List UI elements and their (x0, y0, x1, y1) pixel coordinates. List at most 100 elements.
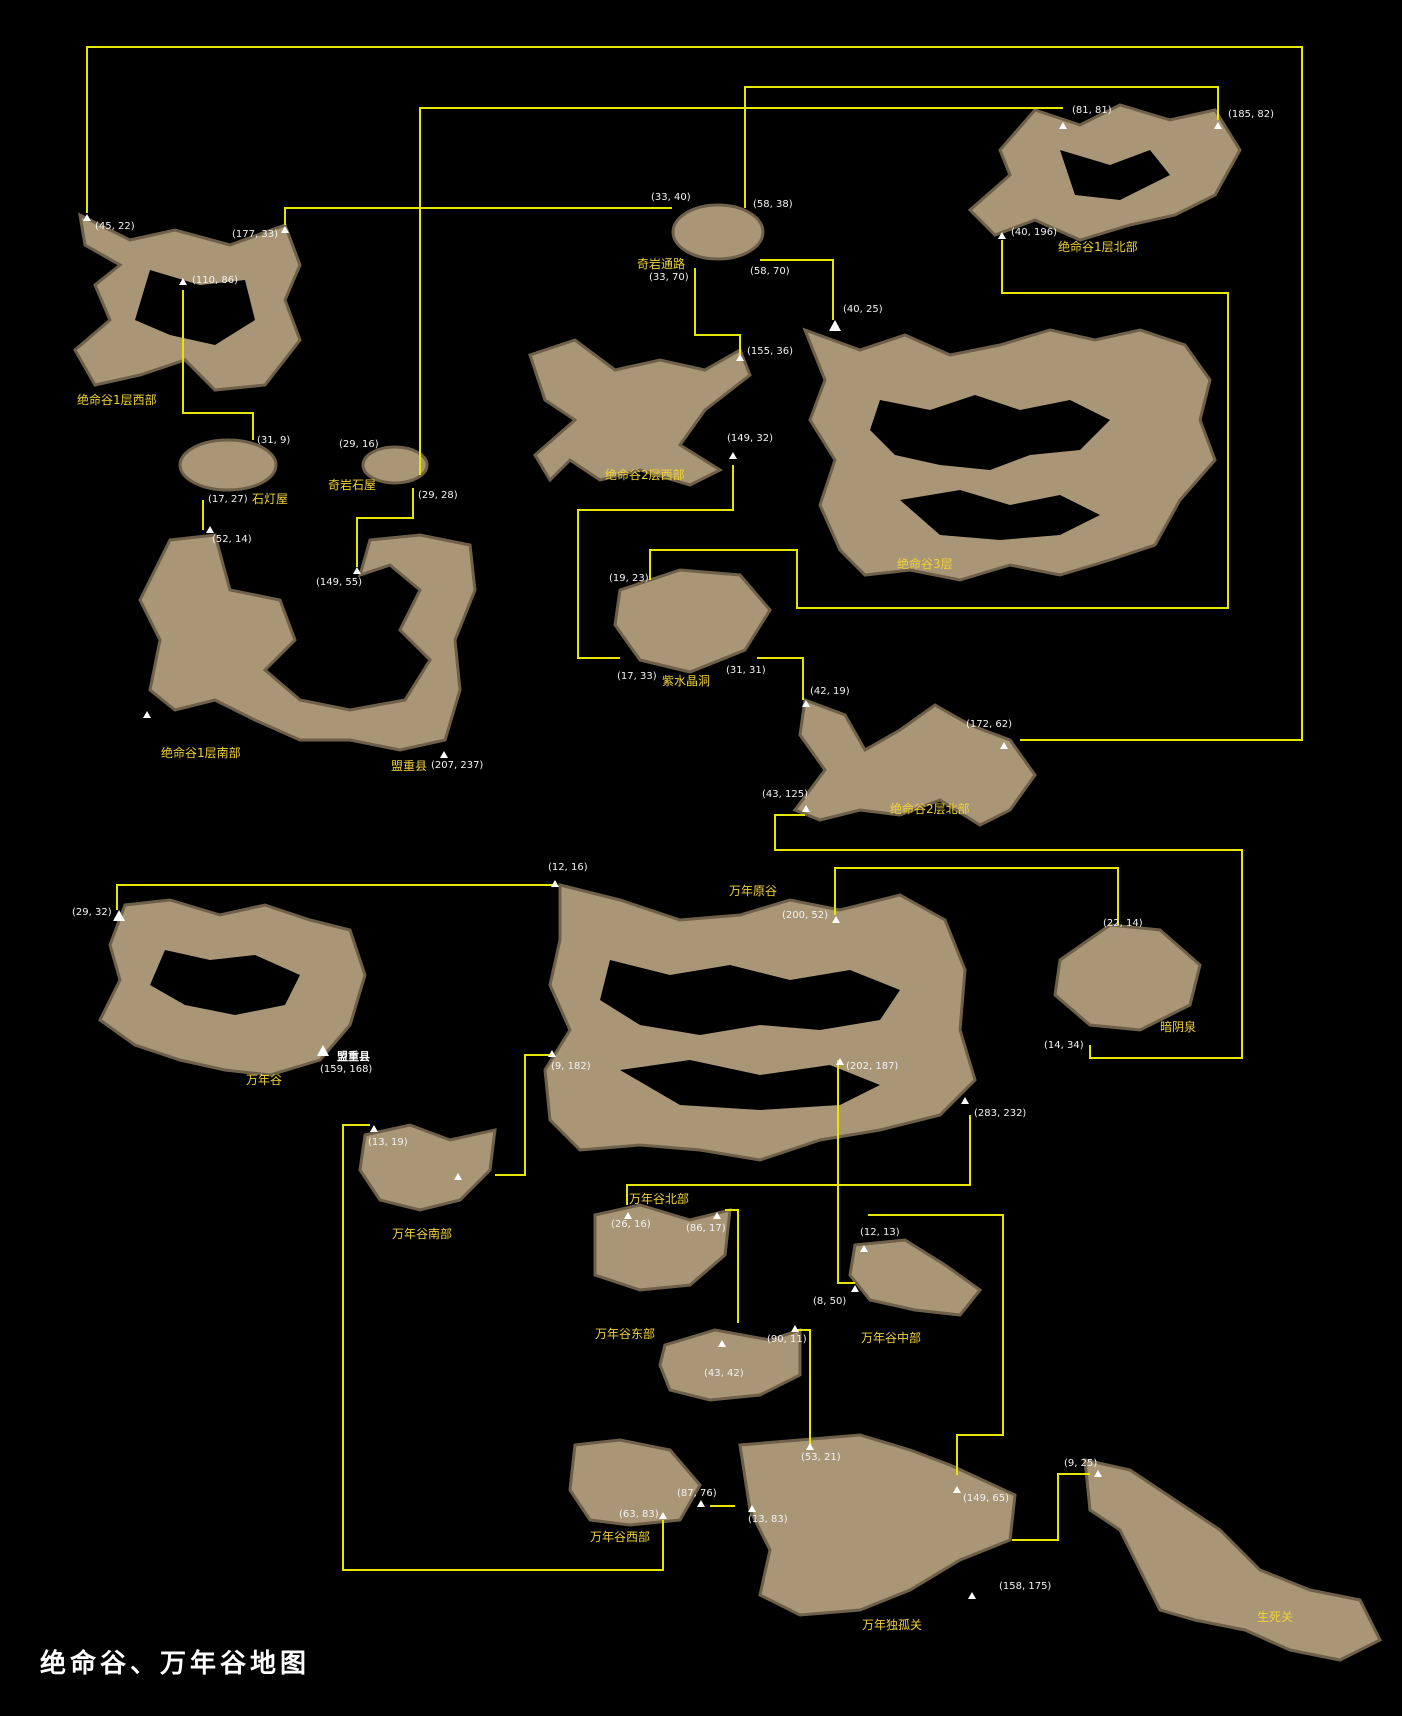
coord-label: (90, 11) (767, 1334, 807, 1345)
cave-entrance-icon[interactable] (1059, 122, 1067, 129)
cave-entrance-icon[interactable] (1214, 122, 1222, 129)
cave-entrance-icon[interactable] (281, 226, 289, 233)
cave-entrance-icon[interactable] (802, 805, 810, 812)
link-16 (495, 1054, 550, 1176)
coord-label: (58, 38) (753, 199, 793, 210)
cave-entrance-icon[interactable] (179, 278, 187, 285)
terrain-wannian-middle (848, 1238, 983, 1317)
link-17 (626, 1115, 971, 1205)
cave-entrance-icon[interactable] (370, 1125, 378, 1132)
label-stone-lamp-house: 石灯屋 (252, 492, 289, 506)
cave-entrance-icon[interactable] (548, 1050, 556, 1057)
link-1 (86, 46, 1303, 741)
cave-entrance-icon[interactable] (802, 700, 810, 707)
cave-entrance-icon[interactable] (836, 1058, 844, 1065)
link-7 (356, 488, 414, 567)
coord-label: (9, 182) (551, 1061, 591, 1072)
cave-entrance-icon[interactable] (551, 880, 559, 887)
terrain-wannian-south (358, 1123, 497, 1212)
cave-entrance-icon[interactable] (748, 1505, 756, 1512)
terrain-qiyan-stone-house (361, 445, 429, 485)
cave-entrance-icon[interactable] (143, 711, 151, 718)
label-jmg2-west: 绝命谷2层西部 (605, 468, 685, 482)
coord-label: (177, 33) (232, 229, 278, 240)
link-21 (795, 1329, 811, 1445)
cave-entrance-icon[interactable] (353, 567, 361, 574)
cave-entrance-icon[interactable] (1094, 1470, 1102, 1477)
coord-label: (110, 86) (192, 275, 238, 286)
coord-label: (58, 70) (750, 266, 790, 277)
coord-label: (149, 65) (963, 1493, 1009, 1504)
label-jmg2-north: 绝命谷2层北部 (890, 802, 970, 816)
coord-label: (200, 52) (782, 910, 828, 921)
cave-entrance-icon[interactable] (206, 526, 214, 533)
cave-entrance-icon[interactable] (317, 1045, 329, 1056)
coord-label: (283, 232) (974, 1108, 1027, 1119)
coord-label: (202, 187) (846, 1061, 899, 1072)
label-wannian-north: 万年谷北部 (629, 1192, 690, 1206)
cave-entrance-icon[interactable] (729, 452, 737, 459)
link-12 (757, 657, 804, 700)
label-jmg3: 绝命谷3层 (897, 557, 953, 571)
terrain-layer (73, 103, 1383, 1662)
coord-label: (13, 83) (748, 1514, 788, 1525)
coord-label: (53, 21) (801, 1452, 841, 1463)
cave-entrance-icon[interactable] (83, 214, 91, 221)
cave-entrance-icon[interactable] (832, 916, 840, 923)
label-jmg1-north: 绝命谷1层北部 (1058, 240, 1138, 254)
link-2 (284, 207, 672, 225)
coord-label: (172, 62) (966, 719, 1012, 730)
cave-entrance-icon[interactable] (454, 1173, 462, 1180)
cave-entrance-icon[interactable] (718, 1340, 726, 1347)
coord-label: (86, 17) (686, 1223, 726, 1234)
link-10 (649, 240, 1229, 609)
label-zishui-cave: 紫水晶洞 (662, 674, 711, 688)
cave-entrance-icon[interactable] (998, 232, 1006, 239)
cave-entrance-icon[interactable] (968, 1592, 976, 1599)
label-mengzhong-a: 盟重县 (391, 759, 428, 773)
cave-entrance-icon[interactable] (113, 910, 125, 921)
terrain-wannian-north (593, 1203, 732, 1292)
coord-label: (26, 16) (611, 1219, 651, 1230)
link-24 (1012, 1473, 1090, 1541)
cave-entrance-icon[interactable] (1000, 742, 1008, 749)
terrain-wannian-west (568, 1438, 702, 1527)
coord-label: (31, 9) (257, 435, 291, 446)
label-jmg1-south: 绝命谷1层南部 (161, 746, 241, 760)
coord-label: (40, 25) (843, 304, 883, 315)
link-22 (342, 1124, 664, 1571)
label-wannian-valley: 万年谷 (246, 1073, 283, 1087)
cave-entrance-icon[interactable] (697, 1500, 705, 1507)
cave-entrance-icon[interactable] (624, 1212, 632, 1219)
cave-entrance-icon[interactable] (829, 320, 841, 331)
terrain-jmg1-south (138, 533, 477, 752)
cave-entrance-icon[interactable] (953, 1486, 961, 1493)
cave-entrance-icon[interactable] (860, 1245, 868, 1252)
coord-label: (52, 14) (212, 534, 252, 545)
cave-entrance-icon[interactable] (736, 354, 744, 361)
terrain-zishui-cave (613, 568, 772, 674)
coord-label: (17, 27) (208, 494, 248, 505)
cave-entrance-icon[interactable] (961, 1097, 969, 1104)
coord-label: (14, 34) (1044, 1040, 1084, 1051)
coord-label: (22, 14) (1103, 918, 1143, 929)
link-13 (774, 814, 1243, 1059)
coord-label: (33, 40) (651, 192, 691, 203)
label-shengsi-gate: 生死关 (1257, 1610, 1294, 1624)
coord-label: (45, 22) (95, 221, 135, 232)
cave-entrance-icon[interactable] (713, 1212, 721, 1219)
link-9 (760, 259, 834, 320)
label-qiyan-stone-house: 奇岩石屋 (328, 478, 377, 492)
link-19 (868, 1214, 1004, 1475)
cave-entrance-icon[interactable] (440, 751, 448, 758)
coord-label: (63, 83) (619, 1509, 659, 1520)
coord-label: (149, 32) (727, 433, 773, 444)
terrain-wannian-duhu (738, 1433, 1017, 1617)
cave-entrance-icon[interactable] (851, 1285, 859, 1292)
cave-entrance-icon[interactable] (806, 1443, 814, 1450)
cave-entrance-icon[interactable] (791, 1325, 799, 1332)
coord-label: (40, 196) (1011, 227, 1057, 238)
cave-entrance-icon[interactable] (659, 1512, 667, 1519)
coord-label: (9, 25) (1064, 1458, 1098, 1469)
terrain-qiyan-road (671, 203, 765, 261)
